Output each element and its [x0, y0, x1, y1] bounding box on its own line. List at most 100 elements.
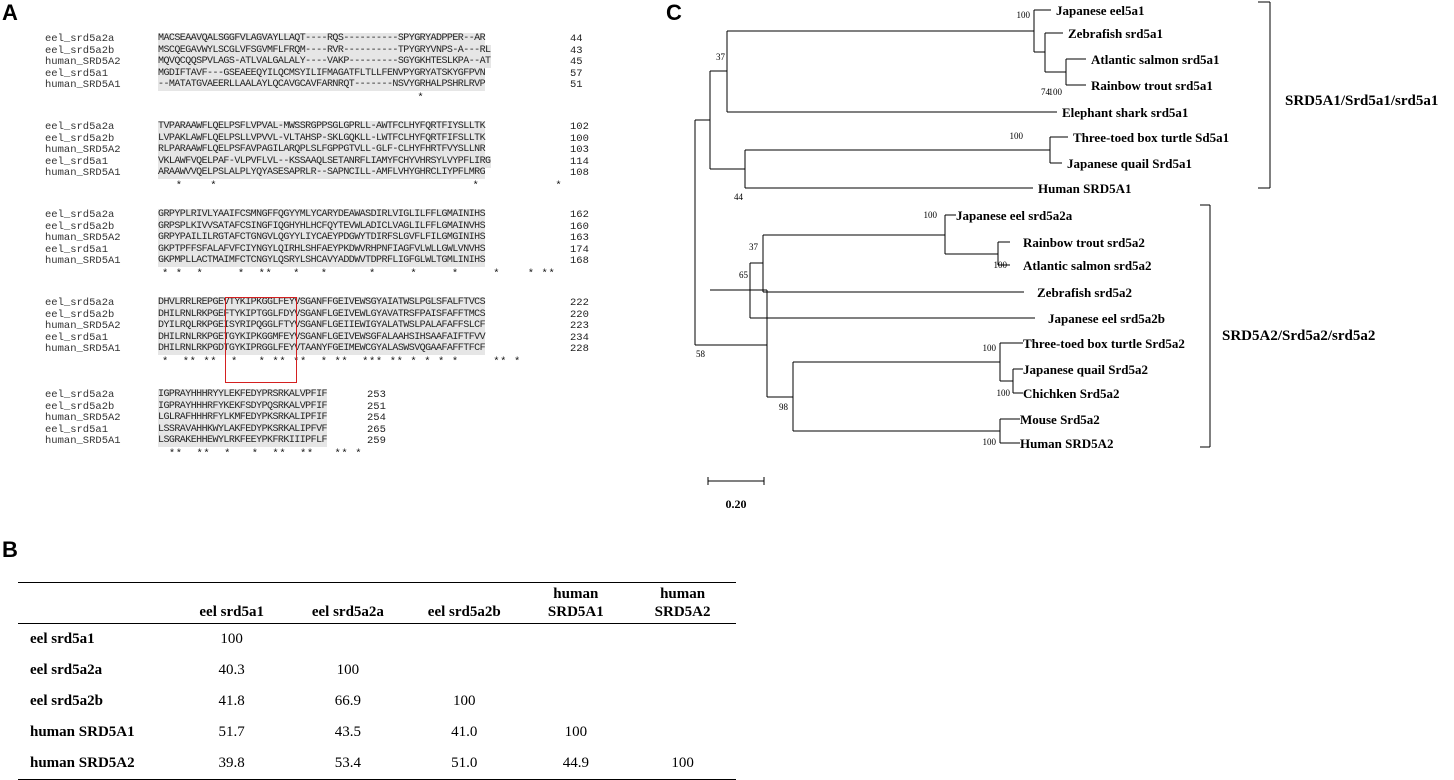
- alignment-seq-name: eel_srd5a2b: [45, 400, 115, 413]
- alignment-position: 160: [570, 220, 589, 233]
- alignment-sequence: TVPARAAWFLQELPSFLVPVAL-MWSSRGPPSGLGPRLL-…: [158, 121, 486, 133]
- bootstrap-value: 37: [716, 52, 726, 62]
- alignment-seq-name: eel_srd5a1: [45, 155, 109, 168]
- alignment-position: 223: [570, 320, 589, 332]
- alignment-sequence: DHILRNLRKPGETGYKIPKGGMFEYVSGANFLGEIVEWSG…: [158, 331, 486, 344]
- identity-value: [629, 624, 736, 656]
- alignment-seq-name: eel_srd5a1: [45, 331, 109, 344]
- alignment-seq-name: eel_srd5a2b: [45, 308, 115, 321]
- identity-value: 66.9: [334, 693, 362, 709]
- header-eel-srd5a2a: eel srd5a2a: [311, 604, 384, 620]
- bootstrap-value: 58: [696, 349, 706, 359]
- alignment-position: 102: [570, 121, 589, 133]
- identity-value: 40.3: [218, 662, 245, 678]
- bootstrap-value: 37: [749, 242, 759, 252]
- alignment-seq-name: human_SRD5A1: [45, 435, 121, 447]
- alignment-position: 168: [570, 255, 589, 267]
- tree-leaf-label: Rainbow trout srd5a1: [1091, 78, 1213, 93]
- tree-leaf-label: Human SRD5A1: [1038, 181, 1132, 196]
- identity-value: 39.8: [218, 755, 245, 771]
- tree-leaf-label: Three-toed box turtle Srd5a2: [1023, 336, 1185, 351]
- alignment-position: 222: [570, 297, 589, 309]
- alignment-position: 265: [367, 423, 386, 436]
- identity-value: 51.0: [451, 755, 478, 771]
- alignment-sequence: MGDIFTAVF---GSEAEEQYILQCMSYILIFMAGATFLTL…: [158, 67, 486, 80]
- header-eel-srd5a2b: eel srd5a2b: [427, 604, 501, 620]
- alignment-seq-name: eel_srd5a2b: [45, 132, 115, 145]
- alignment-seq-name: human_SRD5A1: [45, 343, 121, 355]
- identity-value: [406, 624, 522, 656]
- alignment-seq-name: eel_srd5a2b: [45, 220, 115, 233]
- identity-value: 100: [336, 662, 360, 678]
- clade-label-srd5a1: SRD5A1/Srd5a1/srd5a1: [1285, 93, 1438, 109]
- row-label: eel srd5a2a: [30, 662, 103, 678]
- alignment-seq-name: human_SRD5A1: [45, 167, 121, 179]
- alignment-seq-name: eel_srd5a2b: [45, 44, 115, 57]
- tree-leaf-label: Japanese eel5a1: [1056, 3, 1144, 18]
- bootstrap-value: 100: [983, 343, 997, 353]
- alignment-seq-name: human_SRD5A1: [45, 79, 121, 91]
- tree-leaf-label: Atlantic salmon srd5a1: [1091, 52, 1220, 67]
- conserved-motif-box: [225, 297, 297, 383]
- alignment-position: 162: [570, 209, 589, 221]
- alignment-position: 228: [570, 343, 589, 355]
- alignment-position: 259: [367, 435, 386, 447]
- tree-leaf-label: Three-toed box turtle Sd5a1: [1073, 130, 1229, 145]
- identity-value: 41.8: [218, 693, 245, 709]
- alignment-sequence: GKPMPLLACTMAIMFCTCNGYLQSRYLSHCAVYADDWVTD…: [158, 255, 486, 267]
- alignment-seq-name: human_SRD5A2: [45, 320, 121, 332]
- alignment-sequence: MQVQCQQSPVLAGS-ATLVALGALALY----VAKP-----…: [158, 56, 491, 68]
- alignment-position: 51: [570, 79, 583, 91]
- alignment-position: 254: [367, 412, 386, 424]
- tree-leaf-label: Rainbow trout srd5a2: [1023, 235, 1145, 250]
- phylogenetic-tree: 74100100371004410037100651001001009858Ja…: [694, 1, 1438, 511]
- alignment-seq-name: eel_srd5a2a: [45, 389, 115, 401]
- tree-leaf-label: Japanese eel srd5a2a: [956, 208, 1073, 223]
- alignment-sequence: GRPYPLRIVLYAAIFCSMNGFFQGYYMLYCARYDEAWASD…: [158, 209, 486, 221]
- alignment-sequence: GKPTPFFSFALAFVFCIYNGYLQIRHLSHFAEYPKDWVRH…: [158, 243, 486, 256]
- alignment-position: 114: [570, 155, 589, 168]
- alignment-seq-name: eel_srd5a1: [45, 243, 109, 256]
- identity-table: eel srd5a1 eel srd5a2a eel srd5a2b human…: [18, 582, 736, 780]
- bootstrap-value: 100: [1010, 131, 1024, 141]
- identity-value: 43.5: [334, 724, 362, 740]
- alignment-position: 44: [570, 33, 583, 45]
- alignment-sequence: LSSRAVAHHKWYLAKFEDYPKSRKALIPFVF: [158, 423, 328, 436]
- bootstrap-value: 100: [924, 210, 938, 220]
- identity-value: 100: [564, 724, 588, 740]
- alignment-seq-name: human_SRD5A1: [45, 255, 121, 267]
- header-human-srd5a2: human SRD5A2: [654, 586, 711, 620]
- alignment-seq-name: eel_srd5a1: [45, 423, 109, 436]
- alignment-seq-name: eel_srd5a1: [45, 67, 109, 80]
- table-row: human SRD5A1 51.7 43.5 41.0 100: [18, 717, 736, 748]
- alignment-sequence: LVPAKLAWFLQELPSLLVPVVL-VLTAHSP-SKLGQKLL-…: [158, 132, 486, 145]
- conservation-stars: * * * * ** * * * * * * * **: [162, 267, 556, 280]
- tree-leaf-label: Chichken Srd5a2: [1023, 386, 1119, 401]
- alignment-position: 43: [570, 44, 583, 57]
- alignment-position: 234: [570, 331, 589, 344]
- identity-value: 41.0: [451, 724, 478, 740]
- alignment-position: 57: [570, 67, 583, 80]
- row-label: eel srd5a1: [30, 631, 95, 647]
- alignment-position: 103: [570, 144, 589, 156]
- header-blank: [18, 583, 174, 624]
- panel-b-label: B: [2, 537, 18, 562]
- identity-value: 51.7: [218, 724, 245, 740]
- row-label: human SRD5A1: [30, 724, 135, 740]
- identity-value: [629, 686, 736, 717]
- alignment-sequence: ARAAWVVQELPSLALPLYQYASESAPRLR--SAPNCILL-…: [158, 167, 486, 179]
- tree-leaf-label: Atlantic salmon srd5a2: [1023, 258, 1152, 273]
- bootstrap-value: 100: [997, 388, 1011, 398]
- identity-value: [629, 717, 736, 748]
- header-eel-srd5a1: eel srd5a1: [199, 604, 264, 620]
- bootstrap-value: 100: [1049, 87, 1063, 97]
- alignment-seq-name: eel_srd5a2a: [45, 297, 115, 309]
- alignment-position: 174: [570, 243, 589, 256]
- bootstrap-value: 98: [779, 402, 789, 412]
- tree-leaf-label: Japanese quail Srd5a2: [1023, 362, 1148, 377]
- alignment-sequence: LGLRAFHHHRFYLKMFEDYPKSRKALIPFIF: [158, 412, 328, 424]
